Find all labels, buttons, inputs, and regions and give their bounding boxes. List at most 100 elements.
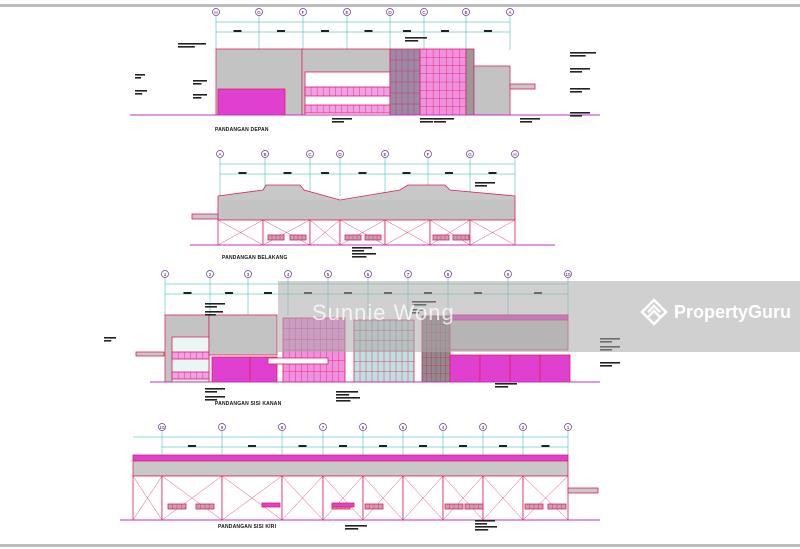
annotation-text	[475, 520, 495, 522]
grid-bubble-label: 5	[402, 425, 405, 430]
grid-bubble-label: 10	[159, 425, 165, 430]
annotation-text	[352, 256, 367, 258]
dimension-text	[233, 30, 242, 32]
annotation-text	[475, 182, 495, 184]
annotation-text	[434, 118, 454, 120]
grid-bubble	[206, 270, 214, 278]
canopy-strip	[267, 357, 329, 365]
dimension-text	[321, 30, 329, 32]
annotation-text	[570, 55, 586, 57]
grid-bubble-label: H	[513, 152, 516, 157]
annotation-text	[336, 394, 350, 396]
annotation-text	[495, 383, 517, 385]
dimension-text	[283, 172, 292, 174]
annotation-text	[135, 90, 147, 92]
right-bay-door	[479, 354, 511, 383]
annotation-text	[135, 77, 141, 79]
grid-bubble	[399, 423, 407, 431]
annotation-text	[600, 365, 612, 367]
grid-bubble	[386, 8, 394, 16]
dimension-text	[225, 292, 233, 294]
grid-bubble-label: 5	[327, 272, 330, 277]
grid-bubble-label: C	[308, 152, 312, 157]
propertyguru-wordmark: PropertyGuru	[674, 301, 792, 322]
dimension-text	[541, 445, 550, 447]
bracing	[132, 475, 163, 521]
annotation-text	[345, 525, 367, 527]
grid-bubble-label: B	[263, 152, 266, 157]
grid-bubble	[255, 8, 263, 16]
bracing	[384, 219, 431, 246]
grid-bubble-label: 3	[247, 272, 250, 277]
grid-bubble-label: 8	[281, 425, 284, 430]
annotation-text	[336, 391, 358, 393]
bracing	[522, 475, 569, 521]
grid-bubble	[466, 150, 474, 158]
grid-bubble-label: F	[427, 152, 430, 157]
annotation-text	[405, 40, 419, 42]
dimension-text	[277, 30, 285, 32]
grid-bubble-label: 2	[209, 272, 212, 277]
left-door	[331, 502, 355, 508]
grid-bubble-label: 7	[407, 272, 410, 277]
annotation-text	[570, 68, 590, 70]
annotation-text	[352, 250, 364, 252]
annotation-text	[135, 93, 143, 95]
annotation-text	[205, 396, 225, 398]
annotation-text	[495, 386, 509, 388]
grid-bubble-label: E	[383, 152, 386, 157]
grid-bubble-label: 3	[482, 425, 485, 430]
grid-bubble-label: 1	[164, 272, 167, 277]
grid-bubble	[381, 150, 389, 158]
annotation-text	[205, 388, 225, 390]
right-shutter	[211, 356, 251, 383]
propertyguru-logo: PropertyGuru	[640, 298, 791, 326]
annotation-text	[600, 362, 620, 364]
bracing	[161, 475, 223, 521]
grid-bubble	[278, 423, 286, 431]
grid-bubble-label: A	[508, 10, 511, 15]
grid-bubble-label: C	[422, 10, 426, 15]
dimension-text	[499, 445, 507, 447]
left-canopy	[567, 487, 599, 494]
dimension-text	[403, 30, 411, 32]
grid-bubble-label: G	[468, 152, 472, 157]
roller-shutter	[217, 88, 286, 116]
annotation-text	[205, 314, 216, 316]
bracing	[309, 219, 341, 246]
grid-bubble	[306, 150, 314, 158]
annotation-text	[570, 71, 582, 73]
grid-bubble	[212, 8, 220, 16]
view-title-rear: PANDANGAN BELAKANG	[222, 255, 288, 261]
grid-bubble-label: 1	[567, 425, 570, 430]
annotation-text	[332, 118, 352, 120]
annotation-text	[205, 303, 225, 305]
grid-bubble	[504, 270, 512, 278]
dimension-text	[379, 445, 387, 447]
dimension-text	[188, 445, 196, 447]
bracing	[221, 475, 283, 521]
annotation-text	[570, 112, 590, 114]
grid-bubble	[218, 423, 226, 431]
annotation-text	[193, 94, 207, 96]
grid-bubble	[519, 423, 527, 431]
annotation-text	[475, 185, 487, 187]
watermark-band	[278, 281, 800, 352]
rear-canopy	[191, 213, 219, 220]
grid-bubble-label: 8	[447, 272, 450, 277]
agent-watermark: Sunnie Wong	[312, 300, 455, 325]
grid-bubble	[216, 150, 224, 158]
grid-bubble	[479, 423, 487, 431]
annotation-text	[570, 115, 582, 117]
grid-bubble	[359, 423, 367, 431]
annotation-text	[104, 340, 112, 342]
right-shutter	[249, 356, 278, 383]
dimension-text	[402, 172, 411, 174]
annotation-text	[475, 529, 489, 531]
grid-bubble	[424, 150, 432, 158]
dimension-text	[264, 292, 272, 294]
annotation-text	[104, 337, 116, 339]
grid-bubble	[343, 8, 351, 16]
grid-bubble	[462, 8, 470, 16]
